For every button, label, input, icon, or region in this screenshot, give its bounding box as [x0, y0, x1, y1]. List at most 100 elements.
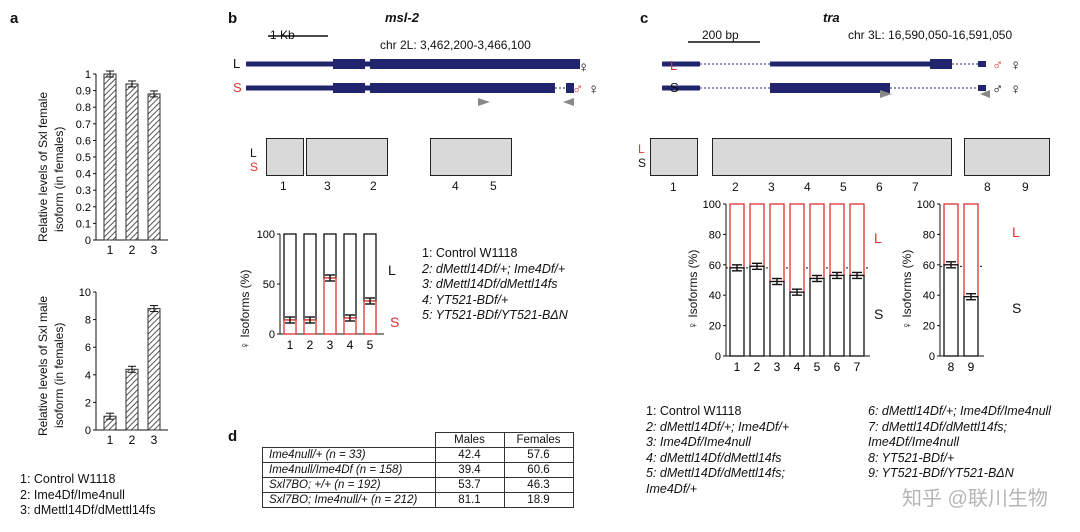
panel-label-c: c [640, 10, 649, 27]
b-gel-1 [266, 138, 304, 176]
c-legend-item: 4: dMettl14Df/dMettl14fs [646, 450, 782, 465]
c-legend-item: 3: Ime4Df/Ime4null [646, 435, 751, 449]
y-tick-label: 60 [923, 260, 935, 272]
a-legend: 1: Control W1118 2: Ime4Df/Ime4null 3: d… [20, 472, 155, 519]
x-tick-label: 3 [151, 243, 158, 257]
c-legend-item: 2: dMettl14Df/+; Ime4Df/+ [646, 419, 790, 434]
table-cell: 46.3 [503, 477, 574, 493]
table-cell: 39.4 [434, 462, 505, 478]
bar-segment-S [363, 300, 377, 335]
bar-segment-S [829, 274, 845, 357]
bar-segment-L [963, 203, 979, 298]
x-tick-label: 4 [347, 338, 354, 352]
b-legend: 1: Control W1118 2: dMettl14Df/+; Ime4Df… [422, 246, 568, 324]
bar [125, 368, 139, 431]
a-legend-item: 3: dMettl14Df/dMettl14fs [20, 503, 156, 517]
c-isoform-S: S [670, 80, 679, 95]
y-tick-label: 0.4 [76, 169, 91, 181]
bar [147, 93, 161, 241]
table-cell: Sxl7BO; +/+ (n = 192) [262, 477, 436, 493]
y-tick-label: 0.8 [76, 102, 91, 114]
bar-segment-S [943, 264, 959, 357]
a-bottom-ylabel-1: Relative levels of Sxl male [36, 295, 50, 436]
table-header-cell: Males [434, 432, 505, 448]
bar [125, 83, 139, 241]
x-tick-label: 4 [794, 360, 801, 372]
b-gel-L: L [250, 146, 257, 160]
y-tick-label: 10 [79, 287, 91, 299]
c-legend-item: 6: dMettl14Df/+; Ime4Df/Ime4null [868, 404, 1052, 418]
b-gel-2 [306, 138, 388, 176]
y-tick-label: 4 [85, 370, 91, 382]
bar-segment-L [943, 203, 959, 266]
b-isoform-S: S [233, 80, 242, 95]
watermark: 知乎 @联川生物 [902, 488, 1048, 510]
table-cell: 18.9 [503, 492, 574, 508]
y-tick-label: 20 [709, 321, 721, 333]
y-tick-label: 0.2 [76, 202, 91, 214]
b-gel-lane: 4 [452, 179, 459, 193]
c-isoform-L: L [670, 58, 678, 73]
bar-segment-L [303, 233, 317, 321]
x-tick-label: 1 [734, 360, 741, 372]
b-legend-item: 2: dMettl14Df/+; Ime4Df/+ [422, 261, 566, 276]
c-legend-item: 1: Control W1118 [646, 404, 742, 418]
bar-segment-S [769, 280, 785, 357]
b-isoform-L: L [233, 56, 241, 71]
svg-text:♀: ♀ [578, 59, 589, 76]
x-tick-label: 2 [129, 433, 136, 447]
c-coords: chr 3L: 16,590,050-16,591,050 [848, 28, 1013, 42]
bar [147, 308, 161, 431]
b-bar-S: S [390, 314, 400, 330]
c-gel-1 [650, 138, 698, 176]
c-gel-lane: 3 [768, 180, 775, 194]
c-gel-lane: 4 [804, 180, 811, 194]
bar-segment-S [323, 277, 337, 335]
table-cell: 42.4 [434, 447, 505, 463]
svg-text:♂: ♂ [992, 57, 1003, 74]
a-top-ylabel-1: Relative levels of Sxl female [36, 91, 50, 242]
x-tick-label: 3 [774, 360, 781, 372]
c-legend-item: Ime4Df/Ime4null [868, 435, 960, 449]
y-tick-label: 20 [923, 321, 935, 333]
bar-segment-L [789, 203, 805, 293]
table-header-cell [262, 432, 436, 448]
x-tick-label: 2 [754, 360, 761, 372]
b-gel-lane: 2 [370, 179, 377, 193]
b-gel-S: S [250, 160, 259, 174]
bar-segment-L [749, 203, 765, 267]
bar-segment-L [729, 203, 745, 269]
bar-segment-S [849, 274, 865, 357]
x-tick-label: 1 [107, 243, 114, 257]
bar-segment-S [963, 296, 979, 357]
b-gel-lane: 1 [280, 179, 287, 193]
table-cell: Ime4null/Ime4Df (n = 158) [262, 462, 436, 478]
y-tick-label: 1 [85, 69, 91, 81]
panel-label-b: b [228, 10, 238, 27]
b-title: msl-2 [385, 10, 419, 25]
c-right-bar-S: S [1012, 300, 1022, 316]
c-gel-L: L [638, 142, 645, 156]
y-tick-label: 40 [923, 290, 935, 302]
x-tick-label: 5 [367, 338, 374, 352]
a-legend-item: 1: Control W1118 [20, 472, 116, 486]
c-legend-item: 7: dMettl14Df/dMettl14fs; [868, 419, 1007, 434]
b-scale-label: 1 Kb [270, 28, 295, 42]
table-header-row: Males Females [262, 432, 574, 448]
c-gel-lane: 1 [670, 180, 677, 194]
y-tick-label: 6 [85, 342, 91, 354]
x-tick-label: 8 [948, 360, 955, 372]
bar-segment-L [283, 233, 297, 321]
table-row: Ime4null/+ (n = 33) 42.4 57.6 [262, 447, 574, 463]
c-legend-item: 9: YT521-BDf/YT521-BΔN [868, 466, 1014, 480]
y-tick-label: 0.5 [76, 152, 91, 164]
y-tick-label: 80 [923, 229, 935, 241]
x-tick-label: 9 [968, 360, 975, 372]
b-coords: chr 2L: 3,462,200-3,466,100 [380, 38, 531, 52]
c-legend-right: 6: dMettl14Df/+; Ime4Df/Ime4null 7: dMet… [868, 404, 1051, 482]
bar [103, 73, 117, 241]
bar-segment-L [363, 233, 377, 302]
c-legend-item: 5: dMettl14Df/dMettl14fs; [646, 466, 785, 480]
